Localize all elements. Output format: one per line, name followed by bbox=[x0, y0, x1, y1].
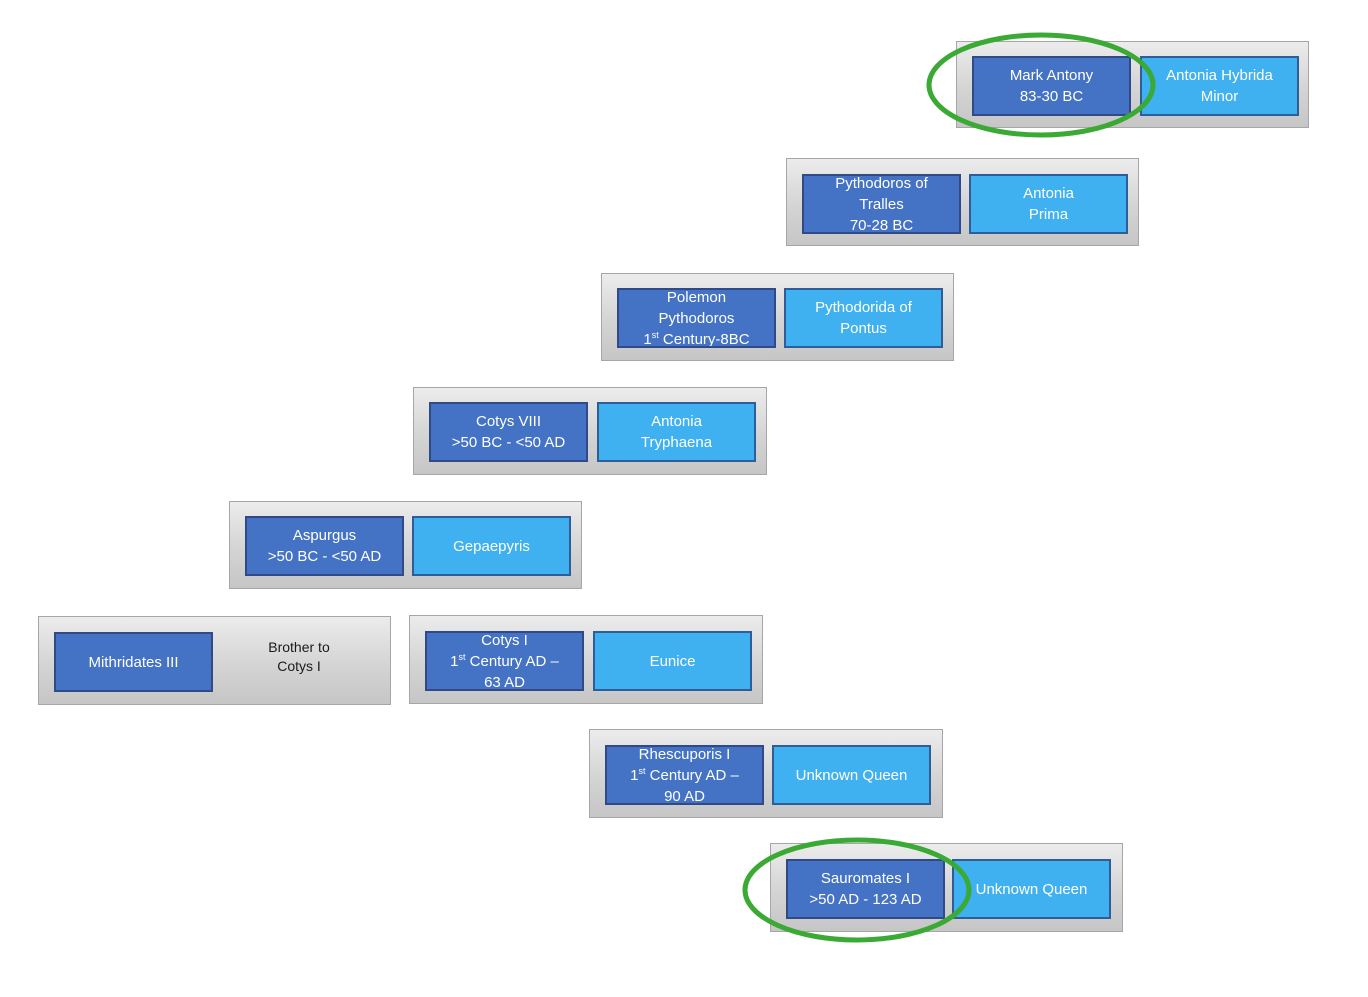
text-part: Century AD – bbox=[645, 766, 739, 784]
text-line: Antonia bbox=[1023, 185, 1074, 202]
text-line: 70-28 BC bbox=[849, 216, 914, 234]
text-line: Mithridates III bbox=[88, 653, 179, 671]
text-line: Pythodorida of bbox=[815, 299, 912, 316]
person-pythodoros-of-tralles[interactable]: Pythodoros of Tralles 70-28 BC bbox=[802, 174, 961, 234]
person-pythodorida-of-pontus[interactable]: Pythodorida of Pontus bbox=[784, 288, 943, 348]
text-line: Tralles bbox=[859, 195, 904, 213]
sibling-note: Brother to Cotys I bbox=[239, 638, 359, 676]
text-line: Cotys I bbox=[481, 631, 528, 649]
text-line: Cotys I bbox=[277, 658, 321, 674]
text-line: 1st Century AD – bbox=[630, 765, 739, 786]
person-aspurgus[interactable]: Aspurgus >50 BC - <50 AD bbox=[245, 516, 404, 576]
text-part: Century-8BC bbox=[658, 330, 750, 348]
person-eunice[interactable]: Eunice bbox=[593, 631, 752, 691]
person-mithridates-iii[interactable]: Mithridates III bbox=[54, 632, 213, 692]
text-line: Antonia bbox=[651, 413, 702, 430]
text-line: Pontus bbox=[840, 320, 887, 337]
ordinal-suffix: st bbox=[638, 765, 646, 776]
text-line: Polemon bbox=[666, 288, 727, 306]
pair-sauromates-i: Sauromates I >50 AD - 123 AD Unknown Quee… bbox=[770, 843, 1123, 932]
text-line: Minor bbox=[1200, 88, 1239, 105]
person-gepaepyris[interactable]: Gepaepyris bbox=[412, 516, 571, 576]
pair-mithridates: Mithridates III Brother to Cotys I bbox=[38, 616, 391, 705]
text-line: Antonia Hybrida bbox=[1166, 67, 1273, 84]
ordinal-suffix: st bbox=[651, 329, 659, 340]
text-line: Cotys VIII bbox=[475, 413, 542, 430]
person-cotys-viii[interactable]: Cotys VIII >50 BC - <50 AD bbox=[429, 402, 588, 462]
text-line: Unknown Queen bbox=[795, 766, 908, 784]
text-line: 1st Century-8BC bbox=[643, 329, 750, 348]
text-line: >50 BC - <50 AD bbox=[451, 434, 566, 451]
text-line: Pythodoros bbox=[658, 309, 735, 327]
text-part: Century AD – bbox=[465, 652, 559, 670]
person-mark-antony[interactable]: Mark Antony 83-30 BC bbox=[972, 56, 1131, 116]
text-line: Gepaepyris bbox=[453, 537, 530, 555]
text-line: Eunice bbox=[649, 652, 696, 670]
text-part: 1 bbox=[630, 766, 639, 784]
text-line: Mark Antony bbox=[1009, 67, 1094, 84]
text-line: Unknown Queen bbox=[975, 880, 1088, 898]
text-line: >50 BC - <50 AD bbox=[267, 548, 382, 565]
text-line: 1st Century AD – bbox=[450, 651, 559, 672]
text-part: 1 bbox=[643, 330, 652, 348]
person-sauromates-i[interactable]: Sauromates I >50 AD - 123 AD bbox=[786, 859, 945, 919]
text-line: Prima bbox=[1028, 206, 1069, 223]
person-unknown-queen-2[interactable]: Unknown Queen bbox=[952, 859, 1111, 919]
text-line: Tryphaena bbox=[640, 434, 713, 451]
text-line: Rhescuporis I bbox=[638, 745, 731, 763]
text-line: 83-30 BC bbox=[1019, 88, 1084, 105]
text-line: 63 AD bbox=[484, 673, 525, 691]
text-line: Aspurgus bbox=[292, 527, 357, 544]
text-line: >50 AD - 123 AD bbox=[809, 891, 922, 908]
text-line: Sauromates I bbox=[820, 870, 911, 887]
text-line: 90 AD bbox=[664, 787, 705, 805]
text-line: Pythodoros of bbox=[835, 174, 928, 192]
text-part: 1 bbox=[450, 652, 459, 670]
pair-aspurgus: Aspurgus >50 BC - <50 AD Gepaepyris bbox=[229, 501, 582, 589]
ordinal-suffix: st bbox=[458, 651, 466, 662]
person-unknown-queen-1[interactable]: Unknown Queen bbox=[772, 745, 931, 805]
text-line: Brother to bbox=[268, 639, 330, 655]
